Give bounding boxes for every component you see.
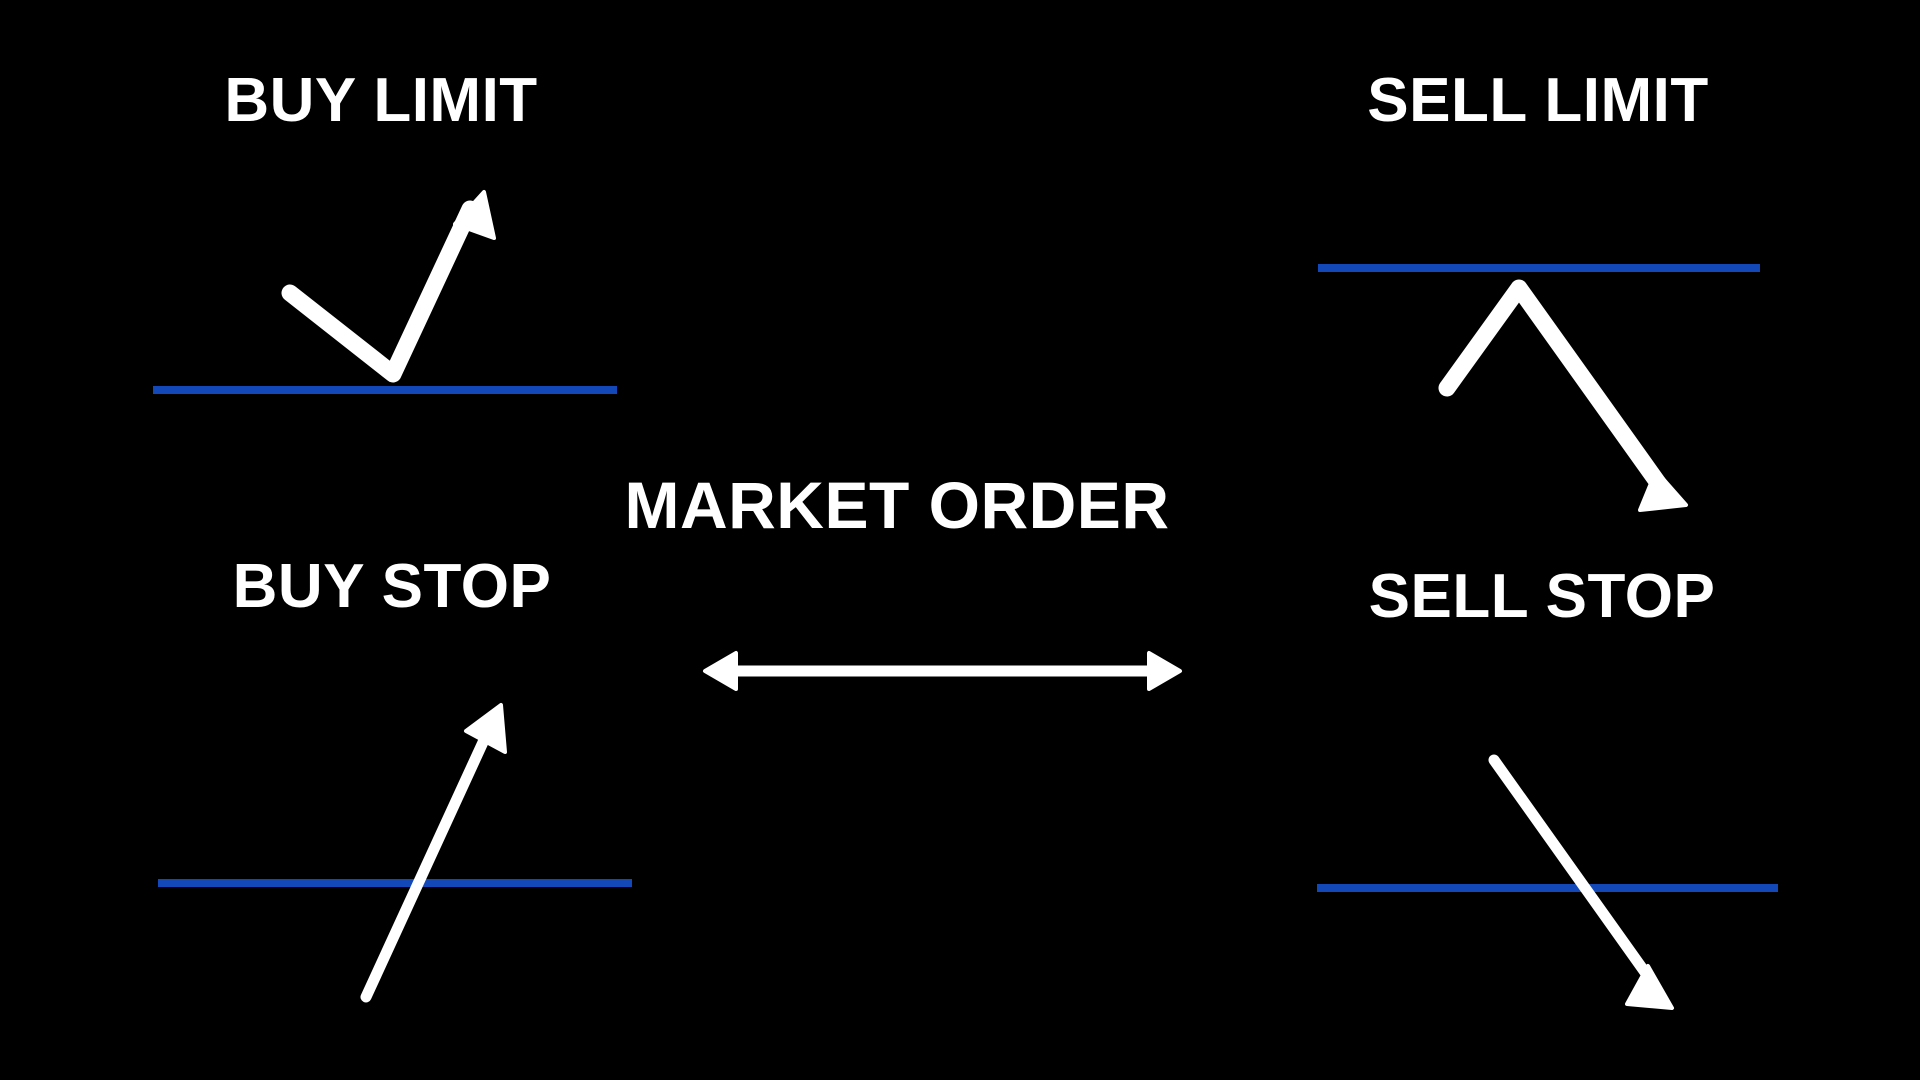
arrow-market-order <box>703 651 1182 691</box>
label-market-order: MARKET ORDER <box>624 468 1170 542</box>
arrow-sell-limit-path <box>1438 279 1670 496</box>
arrow-sell-stop-path <box>1488 754 1658 988</box>
arrow-buy-stop-head <box>464 703 507 754</box>
label-sell-limit: SELL LIMIT <box>1367 66 1709 135</box>
arrow-sell-stop <box>1488 754 1674 1010</box>
arrow-buy-limit-path <box>281 200 479 383</box>
arrow-buy-stop-path <box>360 721 496 1003</box>
label-buy-limit: BUY LIMIT <box>224 66 538 135</box>
arrow-sell-stop-head <box>1625 964 1674 1010</box>
label-sell-stop: SELL STOP <box>1368 562 1716 631</box>
arrow-market-order-head-right <box>1147 651 1182 691</box>
arrow-buy-limit <box>281 190 496 383</box>
arrow-market-order-head-left <box>703 651 738 691</box>
arrow-buy-stop <box>360 703 507 1003</box>
arrow-sell-limit-head <box>1638 469 1688 512</box>
arrow-buy-limit-head <box>453 190 496 240</box>
arrow-sell-limit <box>1438 279 1688 512</box>
label-buy-stop: BUY STOP <box>232 552 552 621</box>
